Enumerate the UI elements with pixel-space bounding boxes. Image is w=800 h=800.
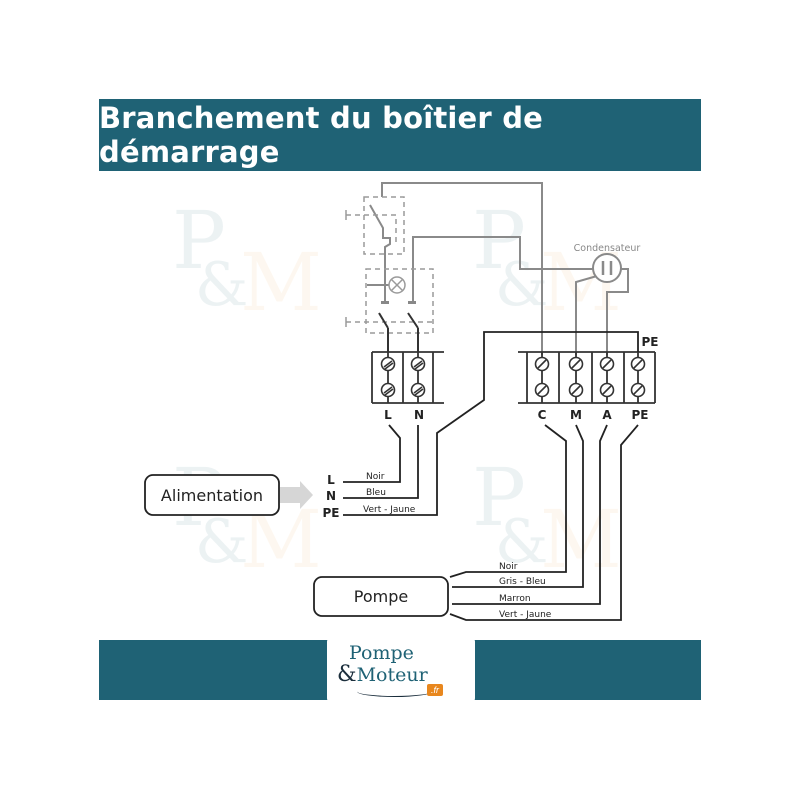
alim-terminal-n: N — [326, 489, 336, 503]
page-title: Branchement du boîtier de démarrage — [99, 101, 544, 169]
wire-label-vert-jaune: Vert - Jaune — [363, 505, 416, 515]
svg-text:P: P — [472, 451, 526, 544]
terminal-label-l: L — [384, 408, 392, 422]
svg-text:P: P — [472, 194, 526, 287]
svg-text:&: & — [495, 250, 548, 320]
logo-text-moteur: &Moteur — [337, 662, 428, 687]
terminal-label-pe: PE — [632, 408, 649, 422]
brand-logo: Pompe &Moteur .fr — [327, 636, 475, 704]
pompe-block: Pompe — [313, 576, 449, 617]
logo-tld-badge: .fr — [427, 684, 443, 696]
pompe-wire-marron: Marron — [499, 594, 531, 604]
terminal-label-m: M — [570, 408, 582, 422]
watermark-logo: P & M P & M P & M P & M — [172, 194, 622, 586]
alimentation-lines: L N PE Noir Bleu Vert - Jaune — [323, 472, 416, 520]
condensateur: Condensateur — [574, 243, 641, 283]
terminal-label-a: A — [602, 408, 612, 422]
switch-dashed-frames — [346, 196, 434, 334]
capacitor-icon — [592, 253, 622, 283]
terminal-label-c: C — [538, 408, 547, 422]
terminal-label-n: N — [414, 408, 424, 422]
pe-top-label: PE — [642, 335, 659, 349]
header-banner: Branchement du boîtier de démarrage — [99, 99, 701, 171]
logo-text-pompe: Pompe — [349, 642, 414, 664]
terminal-screws-c-m-a-pe — [534, 356, 646, 398]
external-wiring — [343, 331, 639, 621]
contactor-contacts — [378, 301, 419, 352]
alim-terminal-pe: PE — [323, 506, 340, 520]
pompe-wire-gris-bleu: Gris - Bleu — [499, 577, 546, 587]
alimentation-label: Alimentation — [161, 486, 263, 505]
wire-label-bleu: Bleu — [366, 488, 386, 498]
svg-text:M: M — [540, 493, 622, 586]
pompe-wire-noir: Noir — [499, 562, 518, 572]
svg-text:&: & — [195, 250, 248, 320]
svg-text:P: P — [172, 194, 226, 287]
terminal-screws-l-n — [380, 356, 426, 398]
svg-text:Condensateur: Condensateur — [574, 243, 641, 254]
svg-text:&: & — [495, 507, 548, 577]
svg-text:M: M — [240, 236, 322, 329]
svg-text:&: & — [195, 507, 248, 577]
alimentation-block: Alimentation — [144, 474, 313, 516]
pompe-wire-labels: Noir Gris - Bleu Marron Vert - Jaune — [499, 562, 552, 620]
pompe-wire-vert-jaune: Vert - Jaune — [499, 610, 552, 620]
arrow-right-icon — [280, 481, 313, 509]
internal-wiring — [367, 182, 629, 355]
logo-swoosh-icon — [357, 686, 432, 697]
pompe-label: Pompe — [354, 587, 408, 606]
alim-terminal-l: L — [327, 473, 335, 487]
wire-label-noir: Noir — [366, 472, 385, 482]
indicator-lamp-icon — [388, 276, 406, 294]
